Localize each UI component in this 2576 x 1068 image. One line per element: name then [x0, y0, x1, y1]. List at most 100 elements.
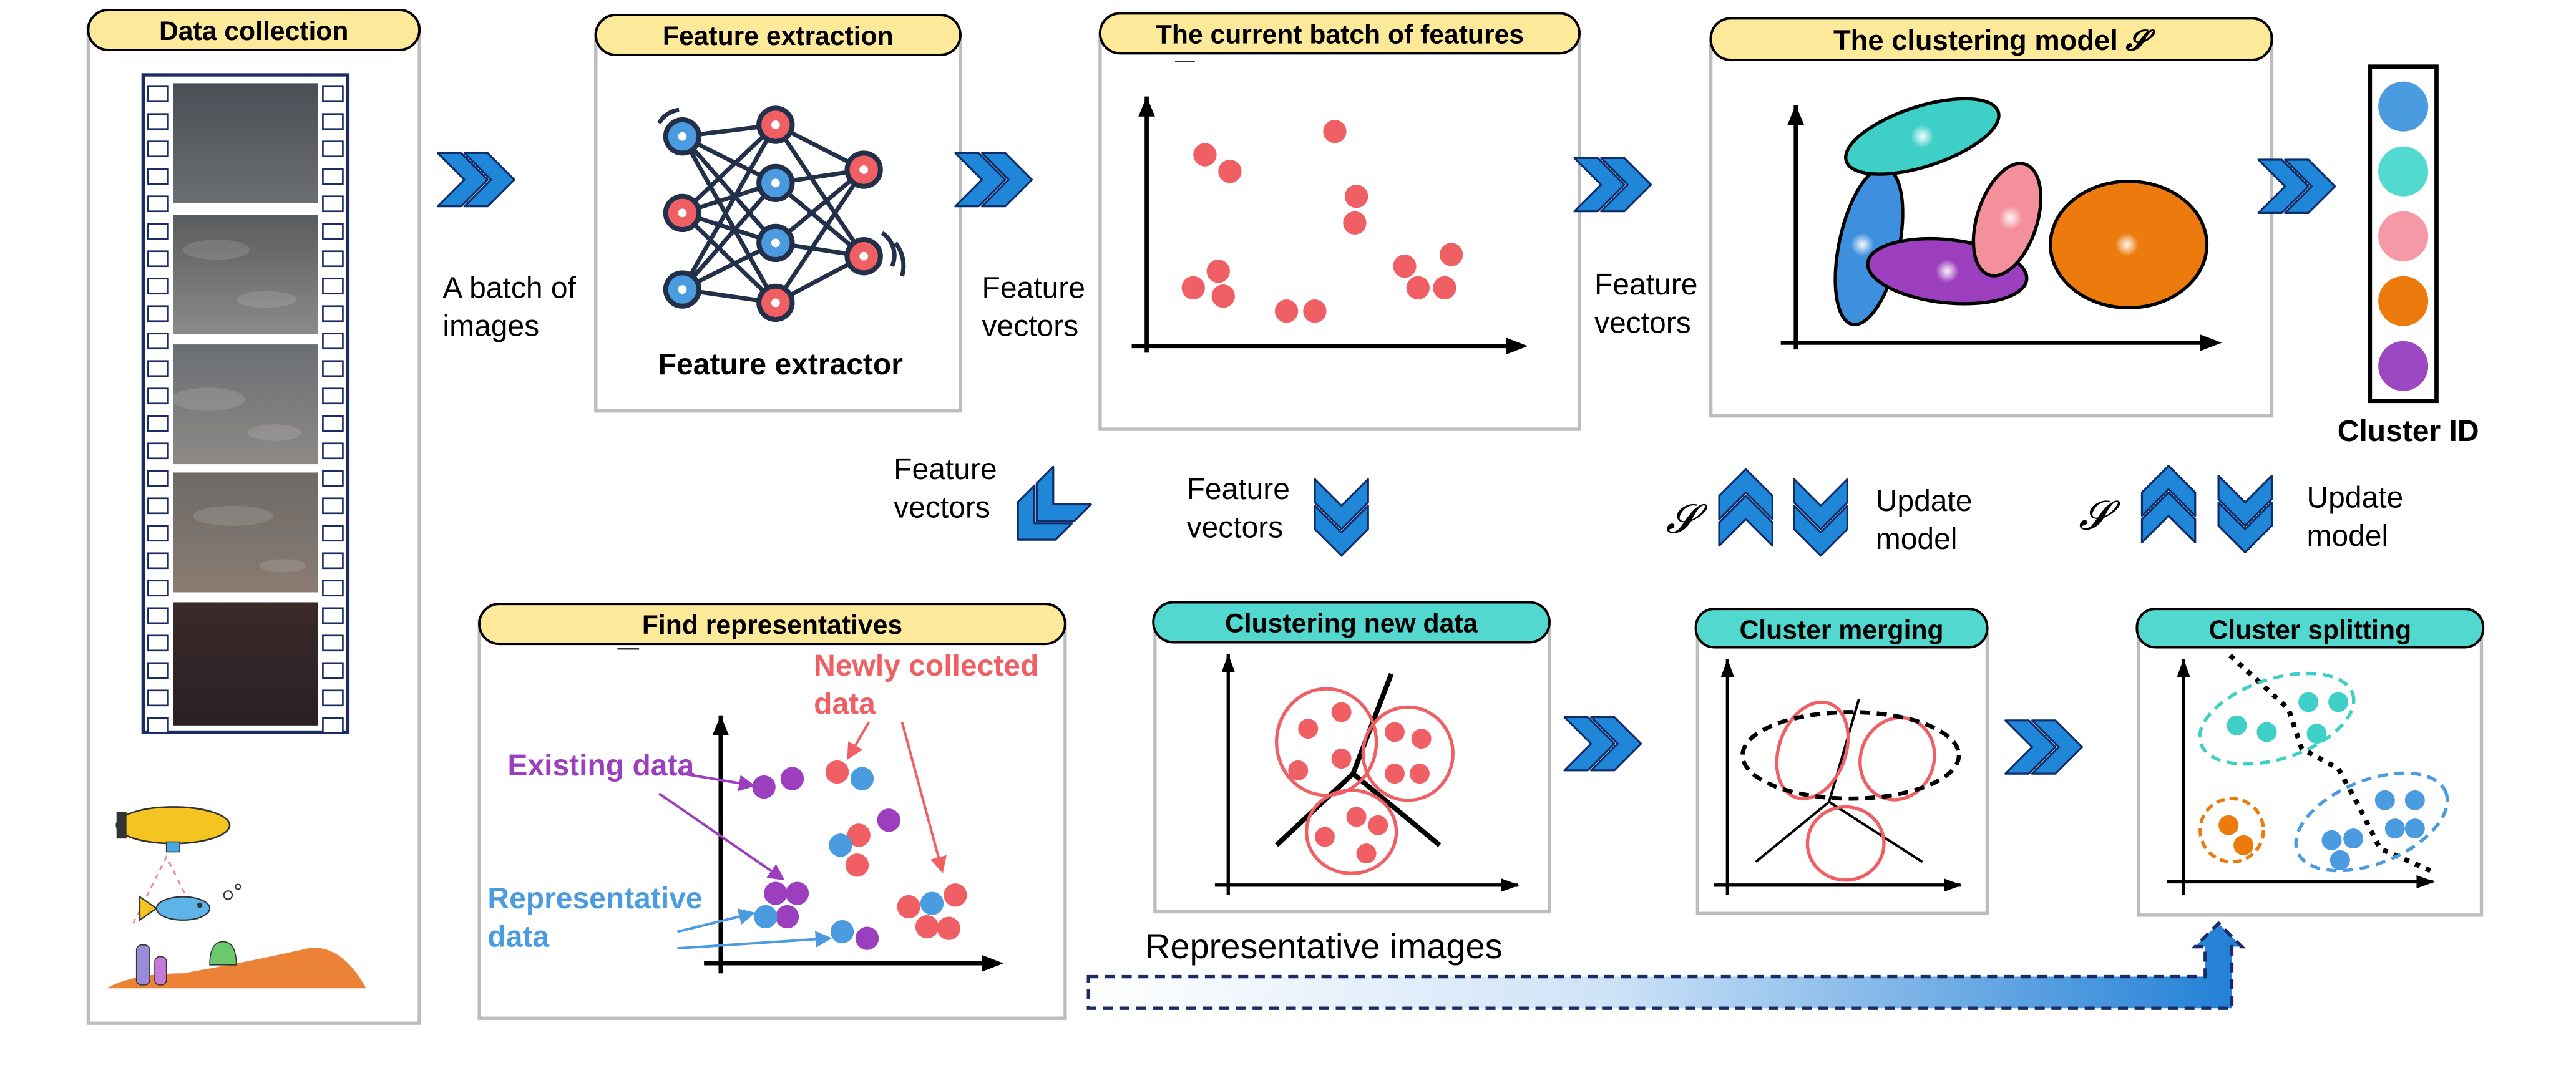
- representative-data-label-line1: Representative: [487, 882, 702, 915]
- cluster-splitting-axes: [2167, 659, 2435, 895]
- data-point: [877, 808, 900, 832]
- representative-images-arrow: [1086, 921, 2246, 1010]
- data-point: [855, 926, 879, 950]
- data-point: [780, 767, 804, 790]
- data-point: [2328, 692, 2349, 712]
- chevron-right-icon: [954, 152, 1033, 208]
- data-point: [1314, 827, 1335, 847]
- data-point: [1343, 211, 1367, 235]
- data-point: [1433, 276, 1456, 300]
- chevron-up-icon: [2140, 465, 2197, 544]
- update-model-label-2-line1: Update: [2306, 481, 2403, 514]
- cluster-merging-axes: [1714, 659, 1963, 895]
- film-strip: [141, 73, 350, 734]
- data-point: [1409, 764, 1430, 784]
- data-point: [937, 916, 960, 940]
- seafloor-image-2: [173, 215, 318, 335]
- data-point: [944, 883, 967, 907]
- clustering-model-axes: [1780, 105, 2222, 351]
- data-point: [1384, 764, 1405, 784]
- find-representatives-axes: [704, 715, 1004, 974]
- clustering-model-panel: The clustering model 𝓢: [1709, 17, 2274, 418]
- chevron-down-icon: [1314, 478, 1369, 557]
- current-batch-axes: [1131, 96, 1528, 355]
- chevron-right-icon: [1563, 716, 1642, 772]
- data-point: [1331, 702, 1352, 722]
- data-point: [1288, 760, 1309, 780]
- data-point: [754, 905, 778, 929]
- data-point: [2321, 830, 2342, 850]
- drone-icon: [115, 806, 231, 853]
- data-point: [1406, 276, 1430, 300]
- seafloor-image-3: [173, 344, 318, 465]
- chevron-down-icon: [2217, 475, 2273, 554]
- chevron-right-icon: [436, 152, 515, 208]
- data-point: [785, 881, 809, 905]
- data-point: [850, 767, 874, 790]
- data-point: [1356, 843, 1377, 864]
- feature-extraction-title: Feature extraction: [663, 21, 894, 51]
- model-symbol-2: 𝓢: [2079, 493, 2120, 539]
- current-batch-panel: The current batch of features: [1098, 12, 1581, 431]
- data-point: [829, 833, 852, 857]
- cluster-splitting-title: Cluster splitting: [2208, 615, 2411, 645]
- feature-vectors-label-4-line2: vectors: [1187, 511, 1284, 544]
- data-point: [2374, 790, 2395, 810]
- data-point: [1298, 719, 1319, 739]
- feature-vectors-label-1-line2: vectors: [982, 310, 1079, 343]
- data-point: [1206, 260, 1230, 283]
- representative-data-label-line2: data: [487, 921, 549, 954]
- data-point: [1411, 729, 1432, 749]
- current-batch-title: The current batch of features: [1156, 19, 1524, 49]
- feature-vectors-label-3-line1: Feature: [894, 453, 997, 486]
- data-point: [897, 895, 920, 919]
- data-point: [1344, 185, 1368, 208]
- existing-data-label: Existing data: [507, 749, 694, 782]
- cluster-id-swatch: [2378, 211, 2429, 261]
- chevron-down-icon: [1793, 478, 1848, 557]
- data-point: [920, 891, 944, 915]
- data-point: [845, 853, 869, 877]
- cluster-id-swatch: [2378, 276, 2429, 326]
- annotation-arrows: [658, 721, 947, 950]
- data-point: [1439, 243, 1463, 266]
- feature-vectors-label-2-line1: Feature: [1594, 268, 1697, 301]
- clustering-new-data-title: Clustering new data: [1225, 608, 1478, 638]
- data-collection-title: Data collection: [159, 16, 348, 46]
- data-point: [1193, 143, 1217, 167]
- data-point: [830, 920, 854, 944]
- data-point: [1384, 722, 1405, 742]
- feature-extraction-panel: Feature extraction Feature extractor: [594, 14, 962, 413]
- data-point: [2218, 815, 2239, 835]
- model-symbol-1: 𝓢: [1666, 496, 1708, 542]
- cluster-id-label: Cluster ID: [2338, 415, 2479, 448]
- update-model-label-1-line1: Update: [1876, 485, 1973, 518]
- newly-collected-label-line2: data: [814, 687, 876, 721]
- data-point: [2384, 818, 2405, 839]
- data-point: [1393, 255, 1417, 278]
- representative-images-label: Representative images: [1145, 926, 1503, 966]
- chevron-right-icon: [1573, 157, 1652, 213]
- update-model-label-2-line2: model: [2306, 520, 2388, 553]
- feature-vectors-label-2-line2: vectors: [1594, 306, 1691, 339]
- data-point: [1303, 299, 1327, 323]
- chevron-right-icon: [2004, 719, 2084, 775]
- feature-vectors-label-1-line1: Feature: [982, 271, 1085, 304]
- seafloor-image-1: [173, 83, 318, 203]
- chevron-right-icon: [2257, 158, 2336, 214]
- batch-label-line1: A batch of: [442, 271, 576, 304]
- data-point: [1274, 299, 1299, 323]
- cluster-id-legend: Cluster ID: [2338, 64, 2479, 448]
- cluster-merging-title: Cluster merging: [1739, 615, 1943, 645]
- underwater-scene-icon: [106, 806, 366, 989]
- feature-vectors-label-3-line2: vectors: [894, 491, 990, 524]
- clustering-model-title: The clustering model 𝓢: [1833, 23, 2156, 57]
- data-collection-title-pill: [87, 9, 421, 52]
- data-point: [847, 823, 871, 847]
- data-point: [2256, 722, 2277, 742]
- cluster-merging-panel: Cluster merging: [1694, 608, 1989, 915]
- data-point: [2343, 828, 2364, 849]
- clustering-new-data-panel: Clustering new data: [1152, 601, 1551, 914]
- data-point: [2330, 850, 2350, 870]
